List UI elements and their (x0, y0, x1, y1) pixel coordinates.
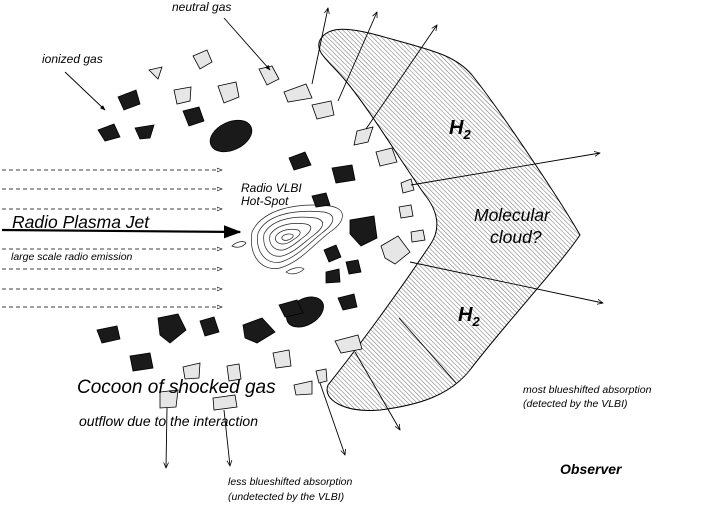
label-radio-plasma-jet: Radio Plasma Jet (12, 212, 150, 232)
label-h2-bottom: H2 (458, 304, 480, 329)
large-scale-radio-emission-lines (2, 170, 222, 307)
outflow-arrows (166, 8, 603, 468)
label-undetected-vlbi: (undetected by the VLBI) (228, 491, 345, 503)
label-detected-vlbi: (detected by the VLBI) (523, 398, 628, 410)
molecular-cloud-shape (318, 28, 581, 411)
label-large-scale-radio-emission: large scale radio emission (11, 251, 133, 263)
label-hot-spot: Hot-Spot (241, 194, 289, 208)
label-ionized-gas: ionized gas (42, 52, 103, 66)
label-molecular: Molecular (474, 205, 550, 225)
radio-plasma-jet-arrow (1, 225, 242, 239)
neutral-gas-clumps (148, 49, 426, 411)
label-pointer-arrows (64, 17, 271, 111)
vlbi-hotspot-contours (231, 204, 343, 275)
label-outflow: outflow due to the interaction (79, 413, 259, 429)
label-cloud: cloud? (490, 227, 542, 247)
label-cocoon: Cocoon of shocked gas (77, 377, 276, 398)
label-radio-vlbi: Radio VLBI (241, 181, 302, 195)
label-observer: Observer (560, 461, 622, 477)
label-less-blueshifted: less blueshifted absorption (228, 476, 353, 488)
label-neutral-gas: neutral gas (172, 0, 232, 14)
label-most-blueshifted: most blueshifted absorption (523, 384, 652, 396)
ionized-gas-clumps (96, 89, 378, 372)
label-h2-top: H2 (449, 117, 471, 142)
